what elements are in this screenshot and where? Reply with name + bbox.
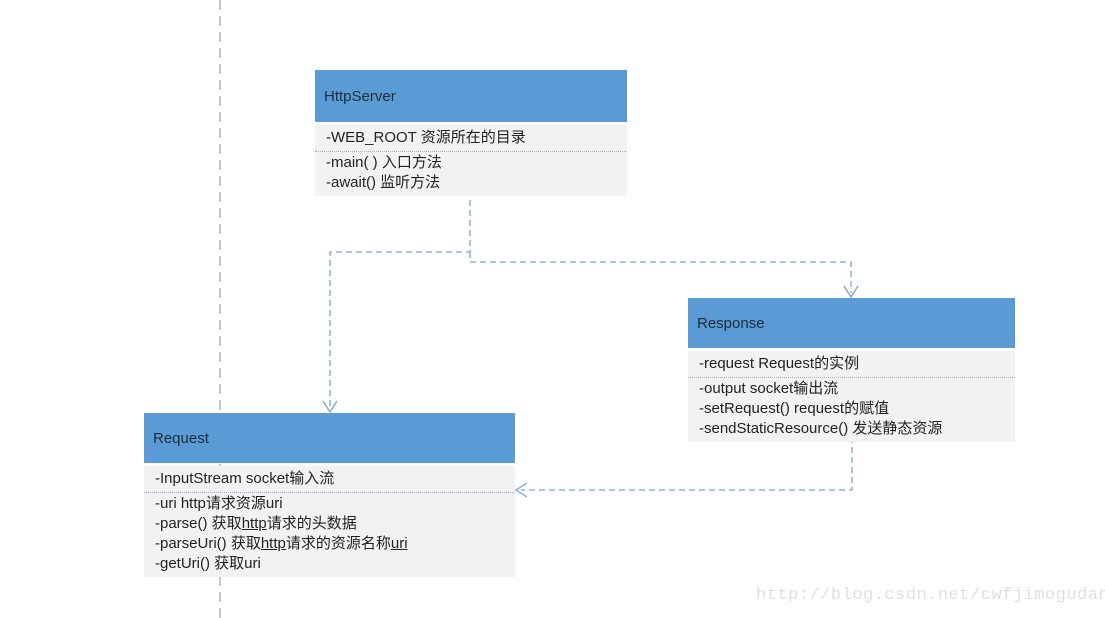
member-row: -sendStaticResource() 发送静态资源: [688, 419, 1015, 439]
class-header: Response: [688, 298, 1015, 348]
class-attributes: -WEB_ROOT 资源所在的目录: [315, 125, 627, 151]
class-methods: -output socket输出流 -setRequest() request的赋…: [688, 378, 1015, 442]
section-separator: [144, 492, 515, 493]
class-methods: -main( ) 入口方法 -await() 监听方法: [315, 152, 627, 196]
member-text: -getUri() 获取uri: [155, 555, 261, 572]
member-text: -InputStream socket输入流: [155, 470, 335, 487]
member-row: -main( ) 入口方法: [315, 153, 627, 173]
class-attributes: -InputStream socket输入流: [144, 466, 515, 492]
member-row: -InputStream socket输入流: [144, 469, 515, 489]
member-text: -parseUri() 获取: [155, 535, 261, 552]
class-attributes: -request Request的实例: [688, 351, 1015, 377]
class-body: -request Request的实例 -output socket输出流 -se…: [688, 351, 1015, 442]
section-separator: [315, 151, 627, 152]
member-row: -setRequest() request的赋值: [688, 399, 1015, 419]
class-body: -WEB_ROOT 资源所在的目录 -main( ) 入口方法 -await() …: [315, 125, 627, 196]
member-row: -request Request的实例: [688, 354, 1015, 374]
member-row: -uri http请求资源uri: [144, 494, 515, 514]
section-separator: [688, 377, 1015, 378]
member-text: -uri http请求资源uri: [155, 495, 283, 512]
member-text: -WEB_ROOT 资源所在的目录: [326, 129, 526, 146]
underlined-text: http: [260, 535, 286, 552]
underlined-text: http: [241, 515, 267, 532]
member-row: -getUri() 获取uri: [144, 554, 515, 574]
class-title: Response: [697, 314, 765, 332]
class-title: Request: [153, 429, 209, 447]
member-row: -parseUri() 获取http请求的资源名称uri: [144, 534, 515, 554]
arrowhead-down-request: [322, 400, 338, 414]
member-text: -main( ) 入口方法: [326, 154, 442, 171]
member-text: -await() 监听方法: [326, 174, 441, 191]
arrowhead-down-response: [843, 285, 859, 299]
class-methods: -uri http请求资源uri-parse() 获取http请求的头数据-pa…: [144, 493, 515, 577]
member-text: 请求的头数据: [266, 515, 357, 532]
class-box-response: Response -request Request的实例 -output soc…: [688, 298, 1015, 442]
member-row: -await() 监听方法: [315, 173, 627, 193]
member-text: -parse() 获取: [155, 515, 242, 532]
connector-httpserver-to-response: [469, 252, 852, 293]
class-box-httpserver: HttpServer -WEB_ROOT 资源所在的目录 -main( ) 入口…: [315, 70, 627, 196]
member-row: -WEB_ROOT 资源所在的目录: [315, 128, 627, 148]
member-text: -output socket输出流: [699, 380, 839, 397]
member-text: -request Request的实例: [699, 355, 860, 372]
arrowhead-left-request: [514, 482, 528, 498]
underlined-text: uri: [390, 535, 408, 552]
class-title: HttpServer: [324, 87, 396, 105]
watermark-url: http://blog.csdn.net/cwfjimogudan: [756, 586, 1105, 605]
member-text: -sendStaticResource() 发送静态资源: [699, 420, 943, 437]
member-row: -parse() 获取http请求的头数据: [144, 514, 515, 534]
member-row: -output socket输出流: [688, 379, 1015, 399]
class-header: HttpServer: [315, 70, 627, 122]
class-header: Request: [144, 413, 515, 463]
class-box-request: Request -InputStream socket输入流 -uri http…: [144, 413, 515, 577]
member-text: -setRequest() request的赋值: [699, 400, 890, 417]
connector-response-to-request: [521, 437, 853, 491]
member-text: 请求的资源名称: [285, 535, 391, 552]
class-body: -InputStream socket输入流 -uri http请求资源uri -…: [144, 466, 515, 577]
connector-httpserver-to-request: [329, 190, 471, 408]
